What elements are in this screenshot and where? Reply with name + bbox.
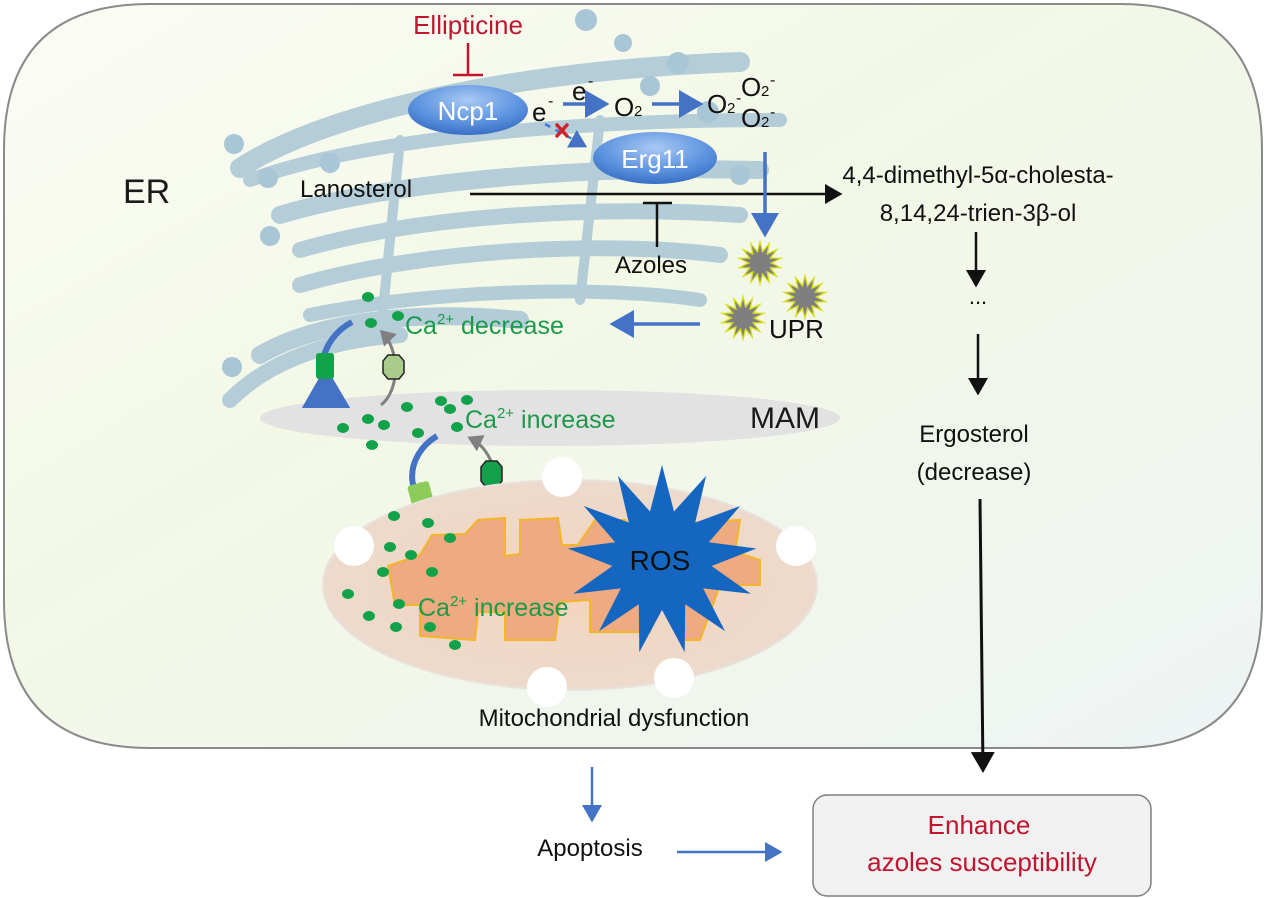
o2-label: O 2	[614, 92, 642, 122]
svg-text:Ncp1: Ncp1	[438, 96, 499, 126]
calcium-ion-dot	[405, 550, 417, 560]
svg-text:-: -	[770, 104, 775, 121]
calcium-ion-dot	[366, 440, 378, 450]
svg-text:-: -	[770, 72, 775, 89]
svg-text:O: O	[614, 92, 634, 122]
calcium-ion-dot	[362, 292, 374, 302]
ergosterol-to-outcome-arrow	[970, 498, 995, 773]
svg-text:O: O	[707, 89, 727, 119]
svg-text:e: e	[572, 76, 586, 106]
svg-text:ROS: ROS	[630, 545, 691, 576]
svg-text:O: O	[741, 103, 761, 133]
outcome-line2: azoles susceptibility	[867, 847, 1097, 877]
mam-label: MAM	[750, 402, 820, 435]
ca-decrease-label: Ca2+ decrease	[405, 311, 564, 340]
starburst-icon	[719, 239, 829, 342]
calcium-ion-dot	[412, 428, 424, 438]
calcium-ion-dot	[422, 518, 434, 528]
ros-burst: ROS	[567, 465, 757, 653]
outcome-line1: Enhance	[928, 810, 1031, 840]
t-bar-inhibit-icon	[453, 43, 483, 77]
calcium-ion-dot	[337, 423, 349, 433]
outcome-box: Enhance azoles susceptibility	[812, 794, 1152, 897]
electron-label-2: e -	[572, 73, 593, 106]
calcium-ion-dot	[378, 420, 390, 430]
calcium-ion-dot	[401, 402, 413, 412]
ergosterol-label: Ergosterol	[919, 421, 1028, 448]
calcium-ion-dot	[388, 511, 400, 521]
calcium-ion-dot	[377, 567, 389, 577]
calcium-ion-dot	[444, 533, 456, 543]
ca-increase-mam-label: Ca2+ increase	[465, 405, 616, 434]
svg-text:2: 2	[634, 103, 642, 120]
red-x-icon	[555, 123, 569, 138]
intermediates-ellipsis: ...	[969, 284, 987, 309]
calcium-ion-dot	[444, 404, 456, 414]
ergosterol-change-label: (decrease)	[917, 459, 1032, 486]
azoles-label: Azoles	[615, 252, 687, 279]
upr-burst-core	[724, 299, 762, 337]
azoles-inhibit-icon	[643, 201, 672, 247]
superoxide-cluster: O 2 - O 2 - O 2 -	[707, 72, 775, 133]
product-name-line2: 8,14,24-trien-3β-ol	[880, 200, 1077, 227]
octagon-channel-icon	[480, 460, 503, 488]
lanosterol-label: Lanosterol	[300, 176, 412, 203]
cell-membrane	[3, 3, 1263, 749]
calcium-ion-dot	[461, 395, 473, 405]
calcium-ion-dot	[451, 422, 463, 432]
calcium-ion-dot	[392, 311, 404, 321]
upr-burst-core	[786, 278, 824, 316]
svg-text:-: -	[736, 90, 741, 107]
octagon-channel-icon	[382, 354, 405, 380]
mito-dysfunction-label: Mitochondrial dysfunction	[479, 705, 750, 732]
mito-pores	[334, 457, 816, 707]
calcium-ion-dot	[363, 611, 375, 621]
ca-increase-mito-label: Ca2+ increase	[418, 593, 569, 622]
blocked-electron-arrow	[544, 122, 588, 148]
svg-text:O: O	[741, 72, 761, 102]
calcium-ion-dot	[342, 589, 354, 599]
octagon-channel-icon	[316, 353, 334, 379]
svg-text:-: -	[548, 93, 553, 110]
calcium-ion-dot	[424, 622, 436, 632]
calcium-ion-dot	[365, 318, 377, 328]
er-label: ER	[123, 173, 170, 211]
ellipticine-label: Ellipticine	[413, 10, 523, 40]
svg-text:2: 2	[727, 100, 735, 117]
electron-label-1: e -	[532, 93, 553, 127]
calcium-ion-dot	[384, 542, 396, 552]
ncp1-enzyme: Ncp1	[408, 85, 528, 135]
calcium-ion-dot	[390, 622, 402, 632]
upr-burst-core	[741, 244, 779, 282]
product-name-line1: 4,4-dimethyl-5α-cholesta-	[842, 162, 1113, 189]
erg11-enzyme: Erg11	[593, 132, 717, 184]
calcium-ions	[337, 292, 473, 650]
svg-text:2: 2	[761, 114, 769, 131]
mitochondrion	[322, 479, 818, 691]
calcium-ion-dot	[362, 414, 374, 424]
calcium-ion-dot	[449, 640, 461, 650]
calcium-ion-dot	[435, 396, 447, 406]
calcium-ion-dot	[426, 567, 438, 577]
apoptosis-label: Apoptosis	[537, 835, 642, 862]
upr-label: UPR	[769, 314, 824, 344]
svg-text:e: e	[532, 97, 546, 127]
svg-text:-: -	[588, 73, 593, 90]
svg-text:2: 2	[761, 83, 769, 100]
calcium-ion-dot	[393, 599, 405, 609]
svg-text:Erg11: Erg11	[621, 144, 688, 174]
